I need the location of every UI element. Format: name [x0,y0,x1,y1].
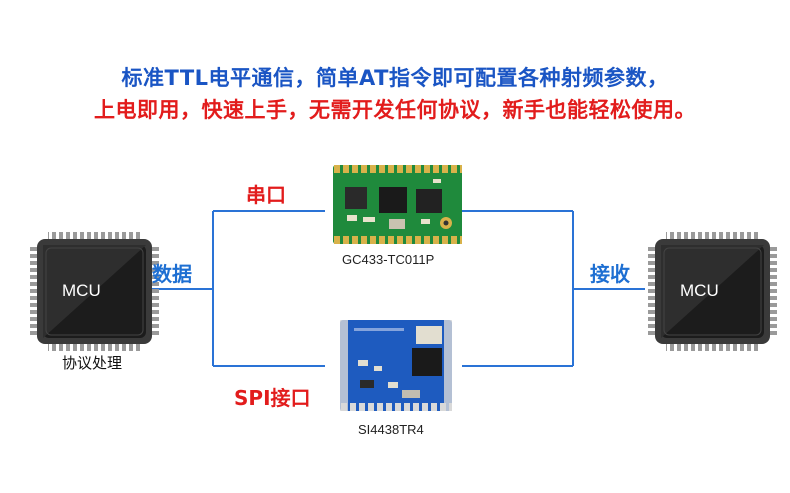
top-module-name: GC433-TC011P [342,252,435,267]
left-mcu-caption: 协议处理 [62,354,123,372]
bottom-module-board [340,320,452,411]
top-module-board [333,165,462,244]
headline-line-2: 上电即用，快速上手，无需开发任何协议，新手也能轻松使用。 [94,98,696,122]
right-mcu-chip [648,232,777,351]
uart-link-label: 串口 [246,183,286,207]
chip-pins [30,232,159,351]
receive-link-label: 接收 [590,262,630,286]
left-mcu-chip [30,232,159,351]
headline-line-1: 标准TTL电平通信，简单AT指令即可配置各种射频参数， [121,66,669,90]
spi-link-label: SPI接口 [234,386,311,410]
data-link-label: 数据 [152,262,192,286]
left-mcu-chip-label: MCU [62,281,101,300]
bottom-module-name: SI4438TR4 [358,422,424,437]
connection-lines [143,210,645,367]
right-mcu-chip-label: MCU [680,281,719,300]
chip-pins [648,232,777,351]
